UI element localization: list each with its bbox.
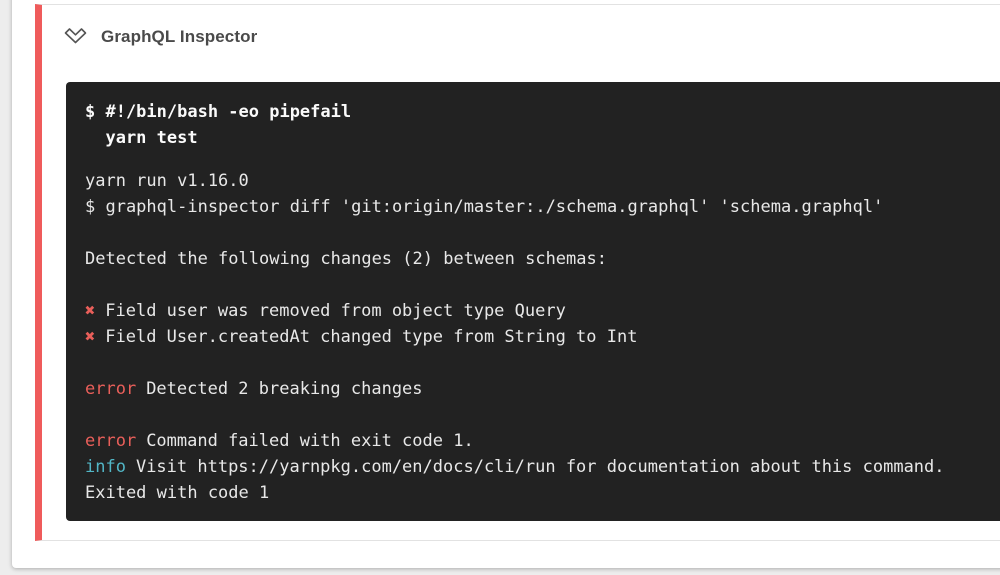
error-exit-text: Command failed with exit code 1.	[146, 431, 474, 451]
terminal-output-block: yarn run v1.16.0 $ graphql-inspector dif…	[85, 168, 1000, 506]
detected-summary-line: Detected the following changes (2) betwe…	[85, 249, 607, 269]
breaking-change-line-2: ✖ Field User.createdAt changed type from …	[85, 324, 1000, 350]
build-step-card: GraphQL Inspector $ #!/bin/bash -eo pipe…	[12, 0, 1000, 568]
terminal-output: $ #!/bin/bash -eo pipefail yarn test yar…	[66, 82, 1000, 521]
error-label: error	[85, 431, 137, 451]
error-breaking-line: error Detected 2 breaking changes	[85, 376, 1000, 402]
yarn-version-line: yarn run v1.16.0	[85, 171, 249, 191]
info-text: Visit https://yarnpkg.com/en/docs/cli/ru…	[135, 457, 945, 477]
step-title: GraphQL Inspector	[101, 26, 258, 46]
collapse-chevron-icon	[63, 25, 88, 48]
step-header-toggle[interactable]: GraphQL Inspector	[42, 5, 1000, 48]
exited-line: Exited with code 1	[85, 483, 270, 503]
blank-line	[85, 220, 1000, 246]
cross-mark-icon: ✖	[85, 327, 96, 347]
info-label: info	[85, 457, 126, 477]
command-line-shebang: $ #!/bin/bash -eo pipefail	[85, 102, 352, 122]
error-breaking-text: Detected 2 breaking changes	[146, 379, 423, 399]
cross-mark-icon: ✖	[85, 301, 96, 321]
failed-step-panel: GraphQL Inspector $ #!/bin/bash -eo pipe…	[35, 4, 1000, 541]
error-label: error	[85, 379, 137, 399]
terminal-command-block: $ #!/bin/bash -eo pipefail yarn test	[85, 99, 1000, 151]
command-line-yarn-test: yarn test	[85, 128, 198, 148]
breaking-change-text: Field User.createdAt changed type from S…	[105, 327, 638, 347]
error-exit-line: error Command failed with exit code 1.	[85, 428, 1000, 454]
blank-line	[85, 350, 1000, 376]
diff-command-line: $ graphql-inspector diff 'git:origin/mas…	[85, 197, 884, 217]
blank-line	[85, 272, 1000, 298]
breaking-change-text: Field user was removed from object type …	[105, 301, 566, 321]
breaking-change-line-1: ✖ Field user was removed from object type…	[85, 298, 1000, 324]
info-line: info Visit https://yarnpkg.com/en/docs/cl…	[85, 454, 1000, 480]
blank-line	[85, 402, 1000, 428]
